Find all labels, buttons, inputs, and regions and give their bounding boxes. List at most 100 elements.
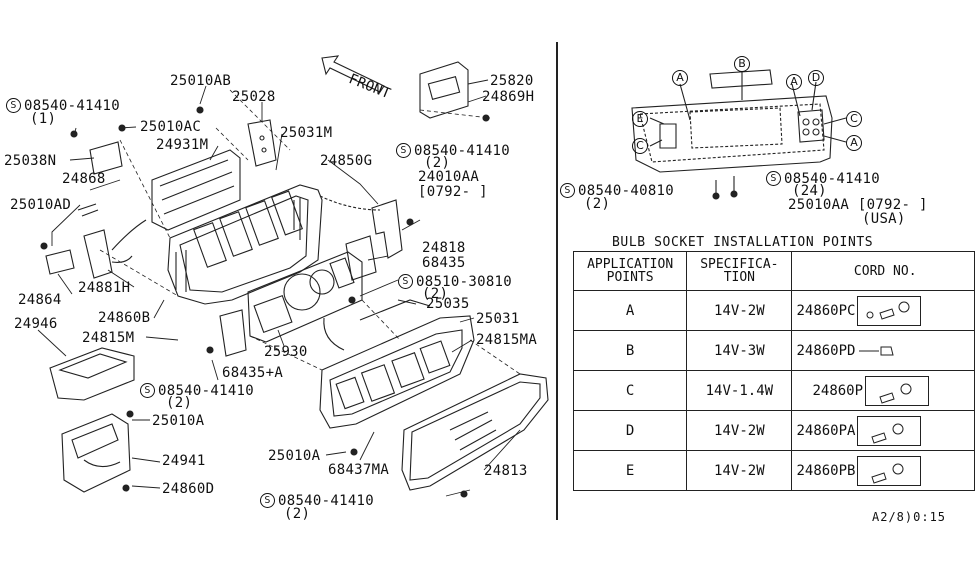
screw-symbol: S xyxy=(260,493,275,508)
bulb-socket-table: APPLICATION POINTS SPECIFICA- TION CORD … xyxy=(572,251,975,491)
screw-symbol: S xyxy=(396,143,411,158)
label-25031M: 25031M xyxy=(280,125,333,141)
label-24881H: 24881H xyxy=(78,280,131,296)
cell-cord: 24860PA xyxy=(791,410,975,451)
label-24941: 24941 xyxy=(162,453,206,469)
bulb-icon xyxy=(859,346,895,355)
hood-24946 xyxy=(49,347,135,401)
screw-symbol: S xyxy=(560,183,575,198)
label-24815M: 24815M xyxy=(82,330,135,346)
label-25930: 25930 xyxy=(264,344,308,360)
label-68435: 68435 xyxy=(422,255,466,271)
label-24869H: 24869H xyxy=(482,89,535,105)
label-24010AA: 24010AA xyxy=(418,169,480,185)
table-row: C 14V-1.4W 24860P xyxy=(572,370,975,411)
part-number: 08540-41410 xyxy=(24,97,121,114)
leader-lines xyxy=(37,79,521,497)
cell-point: D xyxy=(572,410,688,451)
label-24850G: 24850G xyxy=(320,153,373,169)
callout-d: D xyxy=(808,70,824,86)
reference-code: A2/8)0:15 xyxy=(872,510,947,524)
label-25038N: 25038N xyxy=(4,153,57,169)
plate-24818 xyxy=(345,235,377,281)
label-24860B: 24860B xyxy=(98,310,151,326)
date-range: [0792- ] xyxy=(857,197,928,213)
rear-housing-25031M xyxy=(167,184,323,305)
cord-number: 24860PB xyxy=(796,462,856,479)
gauge-module-25930 xyxy=(247,251,363,343)
label-r-qty-2: (2) xyxy=(584,196,611,212)
cord-number: 24860P xyxy=(812,382,864,399)
callout-a-3: A xyxy=(846,135,862,151)
bulb-icon xyxy=(857,415,922,446)
label-68435A: 68435+A xyxy=(222,365,284,381)
cord-number: 24860PD xyxy=(796,342,856,359)
cell-spec: 14V-2W xyxy=(686,450,793,491)
label-r-usa: (USA) xyxy=(862,211,906,227)
header-cord-no: CORD NO. xyxy=(791,251,975,291)
part-number: 08540-41410 xyxy=(784,170,881,187)
callout-a-1: A xyxy=(672,70,688,86)
meter-24941 xyxy=(61,413,131,493)
screw-symbol: S xyxy=(6,98,21,113)
cell-spec: 14V-2W xyxy=(686,290,793,331)
part-number: 08540-41410 xyxy=(158,382,255,399)
screw-symbol: S xyxy=(766,171,781,186)
label-25010AD: 25010AD xyxy=(10,197,72,213)
label-24813: 24813 xyxy=(484,463,528,479)
label-24946: 24946 xyxy=(14,316,58,332)
part-number: 08510-30810 xyxy=(416,273,513,290)
table-row: E 14V-2W 24860PB xyxy=(572,450,975,491)
part-number: 08540-41410 xyxy=(414,142,511,159)
bulb-icon xyxy=(857,295,922,326)
label-25028: 25028 xyxy=(232,89,276,105)
plate-68435A xyxy=(219,309,247,357)
bracket-25028 xyxy=(247,119,277,167)
cell-cord: 24860PD xyxy=(791,330,975,371)
table-header-row: APPLICATION POINTS SPECIFICA- TION CORD … xyxy=(572,251,975,291)
label-qty-4: (2) xyxy=(166,395,193,411)
screws xyxy=(40,106,490,498)
label-qty-3: (2) xyxy=(422,286,449,302)
cell-point: B xyxy=(572,330,688,371)
front-arrow xyxy=(321,55,385,93)
bracket-24850G xyxy=(319,195,403,259)
assembly-dashes xyxy=(99,89,521,375)
cell-point: A xyxy=(572,290,688,331)
cell-point: C xyxy=(572,370,688,411)
callout-e: E xyxy=(632,111,648,127)
table-row: D 14V-2W 24860PA xyxy=(572,410,975,451)
label-24818: 24818 xyxy=(422,240,466,256)
wire-25035 xyxy=(323,299,431,351)
label-25010AC: 25010AC xyxy=(140,119,202,135)
header-specification: SPECIFICA- TION xyxy=(686,251,793,291)
clock-25820 xyxy=(419,61,469,119)
table-title: BULB SOCKET INSTALLATION POINTS xyxy=(612,235,874,250)
cell-cord: 24860PB xyxy=(791,450,975,491)
bulb-icon xyxy=(865,375,930,406)
label-68437MA: 68437MA xyxy=(328,462,390,478)
bulb-icon xyxy=(857,455,922,486)
callout-b: B xyxy=(734,56,750,72)
screw-symbol: S xyxy=(398,274,413,289)
callout-a-2: A xyxy=(786,74,802,90)
label-25010A-b: 25010A xyxy=(268,448,321,464)
label-24868: 24868 xyxy=(62,171,106,187)
label-24931M: 24931M xyxy=(156,137,209,153)
cell-spec: 14V-2W xyxy=(686,410,793,451)
part-number: 08540-41410 xyxy=(278,492,375,509)
callout-c-2: C xyxy=(632,138,648,154)
cord-number: 24860PA xyxy=(796,422,856,439)
label-25035: 25035 xyxy=(426,296,470,312)
cell-spec: 14V-1.4W xyxy=(686,370,793,411)
part-number: 25010AA xyxy=(788,197,850,213)
part-number: 08540-40810 xyxy=(578,182,675,199)
label-24864: 24864 xyxy=(18,292,62,308)
